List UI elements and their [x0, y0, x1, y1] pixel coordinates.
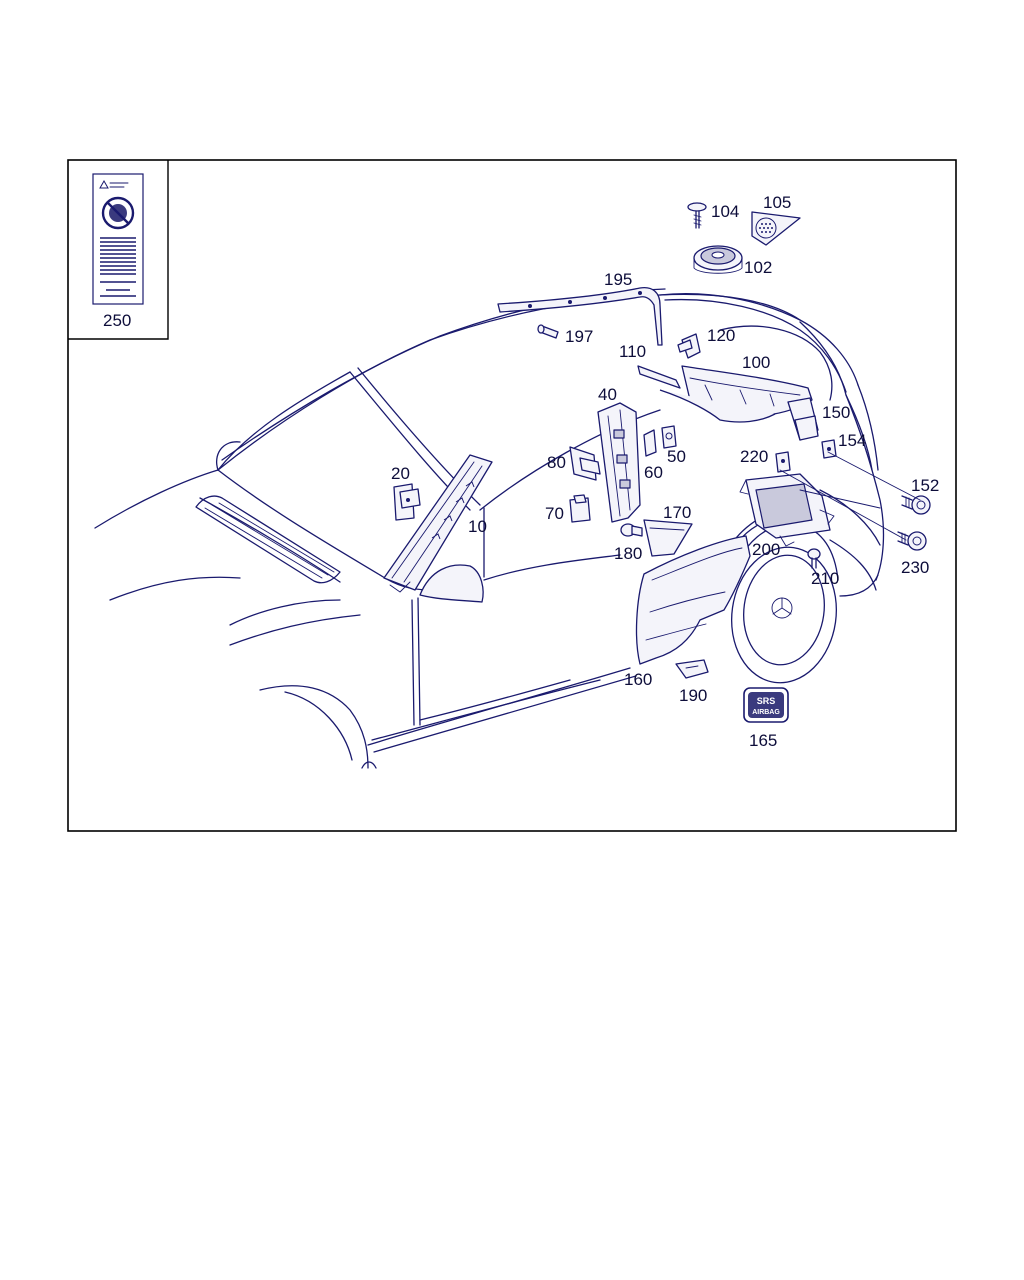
label-110: 110 — [619, 342, 646, 361]
part-197-pin — [537, 324, 559, 339]
part-20-bracket — [393, 483, 421, 521]
badge-text-line2: AIRBAG — [752, 709, 780, 716]
part-220-connector — [775, 451, 791, 473]
part-102-speaker — [693, 245, 743, 274]
label-154: 154 — [838, 431, 866, 450]
part-104-screw — [687, 202, 707, 229]
callout-labels: 250 104 105 102 195 197 120 110 100 40 1… — [103, 193, 939, 750]
part-160-lower-trim — [635, 535, 751, 665]
label-180: 180 — [614, 544, 642, 563]
part-100-rear-trim — [659, 365, 813, 423]
label-210: 210 — [811, 569, 839, 588]
part-10-a-pillar-trim — [383, 454, 493, 593]
part-210-plug — [807, 548, 821, 569]
label-100: 100 — [742, 353, 770, 372]
part-105-speaker-grille — [751, 211, 801, 246]
part-110-strip — [637, 365, 681, 389]
label-160: 160 — [624, 670, 652, 689]
label-200: 200 — [752, 540, 780, 559]
label-150: 150 — [822, 403, 850, 422]
leader-lines — [779, 451, 921, 541]
inset-frame — [68, 160, 169, 340]
part-195-roof-trim — [497, 286, 663, 346]
part-230-bolt — [897, 531, 927, 551]
car-body-outline — [94, 288, 885, 769]
label-102: 102 — [744, 258, 772, 277]
label-10: 10 — [468, 517, 487, 536]
part-152-bolt — [901, 495, 931, 515]
label-70: 70 — [545, 504, 564, 523]
part-40-b-pillar-trim — [597, 402, 641, 523]
part-165-airbag-badge: SRS AIRBAG — [743, 687, 789, 723]
label-120: 120 — [707, 326, 735, 345]
badge-text-line1: SRS — [757, 696, 776, 706]
label-190: 190 — [679, 686, 707, 705]
part-150-bracket — [787, 397, 819, 441]
label-152: 152 — [911, 476, 939, 495]
part-50-clip — [661, 425, 677, 449]
part-60-clip — [643, 429, 657, 457]
label-197: 197 — [565, 327, 593, 346]
part-190-clip — [675, 659, 709, 679]
label-80: 80 — [547, 453, 566, 472]
label-50: 50 — [667, 447, 686, 466]
label-104: 104 — [711, 202, 739, 221]
label-105: 105 — [763, 193, 791, 212]
part-170-trim — [643, 519, 693, 557]
label-170: 170 — [663, 503, 691, 522]
label-195: 195 — [604, 270, 632, 289]
part-70-clip — [569, 494, 591, 523]
label-60: 60 — [644, 463, 663, 482]
label-20: 20 — [391, 464, 410, 483]
part-180-clip — [620, 523, 643, 537]
label-250: 250 — [103, 311, 131, 330]
label-165: 165 — [749, 731, 777, 750]
label-220: 220 — [740, 447, 768, 466]
part-120-clip — [677, 333, 701, 359]
label-230: 230 — [901, 558, 929, 577]
part-154-clip — [821, 439, 837, 459]
label-40: 40 — [598, 385, 617, 404]
part-80-bracket — [569, 446, 601, 481]
diagram-frame — [67, 159, 957, 832]
warning-label-icon — [92, 173, 144, 305]
part-200-control-unit — [739, 473, 835, 547]
